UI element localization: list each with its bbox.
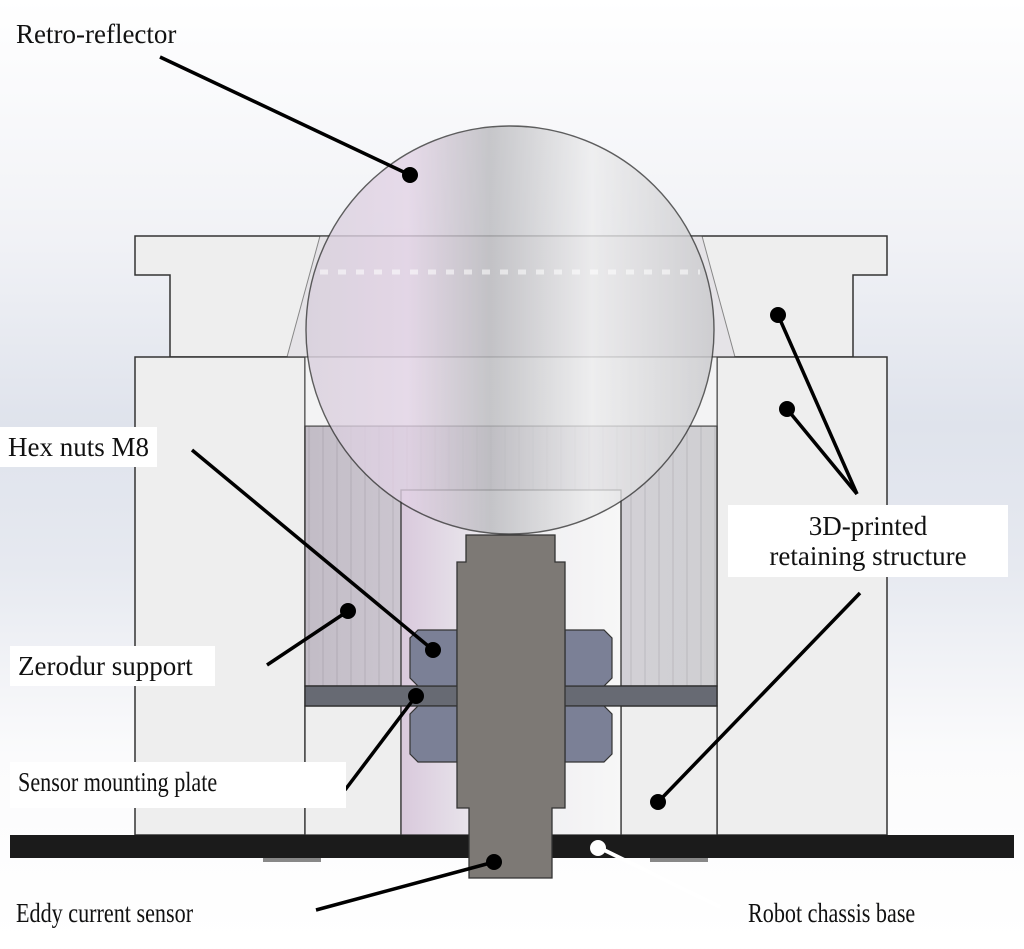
leader-retaining-3 [658, 591, 862, 802]
label-eddy-current-sensor: Eddy current sensor [8, 893, 344, 933]
label-robot-chassis-base-text: Robot chassis base [748, 898, 916, 928]
leader-zerodur [266, 609, 349, 667]
label-eddy-current-sensor-text: Eddy current sensor [16, 898, 194, 928]
label-sensor-mounting-plate: Sensor mounting plate [10, 762, 346, 808]
leader-dots [340, 167, 795, 870]
dot-chassis [590, 840, 606, 856]
hex-nut-upper-right [564, 629, 613, 687]
dot-retaining-lower [650, 794, 666, 810]
retaining-structure-lower-left [134, 356, 306, 836]
dot-hex-nut [425, 642, 441, 658]
label-retaining-line1: 3D-printed [808, 511, 928, 541]
label-retaining-structure: 3D-printed retaining structure [728, 505, 1008, 577]
leader-hex-nuts [190, 448, 435, 652]
inner-column-right [620, 705, 718, 836]
dot-retaining-middle [779, 401, 795, 417]
dot-retro-reflector [402, 167, 418, 183]
label-zerodur-support: Zerodur support [10, 646, 215, 686]
label-hex-nuts: Hex nuts M8 [0, 427, 157, 467]
leader-retaining-2 [785, 407, 859, 496]
chassis-foot-right [650, 858, 708, 862]
dot-retaining-upper [770, 307, 786, 323]
dot-zerodur [340, 603, 356, 619]
leader-retaining-1 [776, 314, 859, 495]
dot-plate [408, 688, 424, 704]
label-robot-chassis-base: Robot chassis base [740, 893, 1024, 933]
dot-eddy [486, 854, 502, 870]
chassis-foot-left [263, 858, 321, 862]
retro-reflector-sphere [305, 125, 715, 535]
leader-chassis [599, 846, 721, 909]
label-retro-reflector: Retro-reflector [16, 19, 177, 49]
leader-eddy [315, 860, 495, 912]
leader-lines [159, 55, 862, 912]
label-retaining-line2: retaining structure [769, 541, 967, 571]
hex-nut-lower-right [564, 705, 613, 763]
leader-plate [343, 694, 418, 792]
hex-nut-lower-left [409, 705, 458, 763]
eddy-current-sensor [456, 534, 566, 879]
leader-retro-reflector [159, 55, 411, 177]
label-sensor-mounting-plate-text: Sensor mounting plate [18, 767, 218, 797]
